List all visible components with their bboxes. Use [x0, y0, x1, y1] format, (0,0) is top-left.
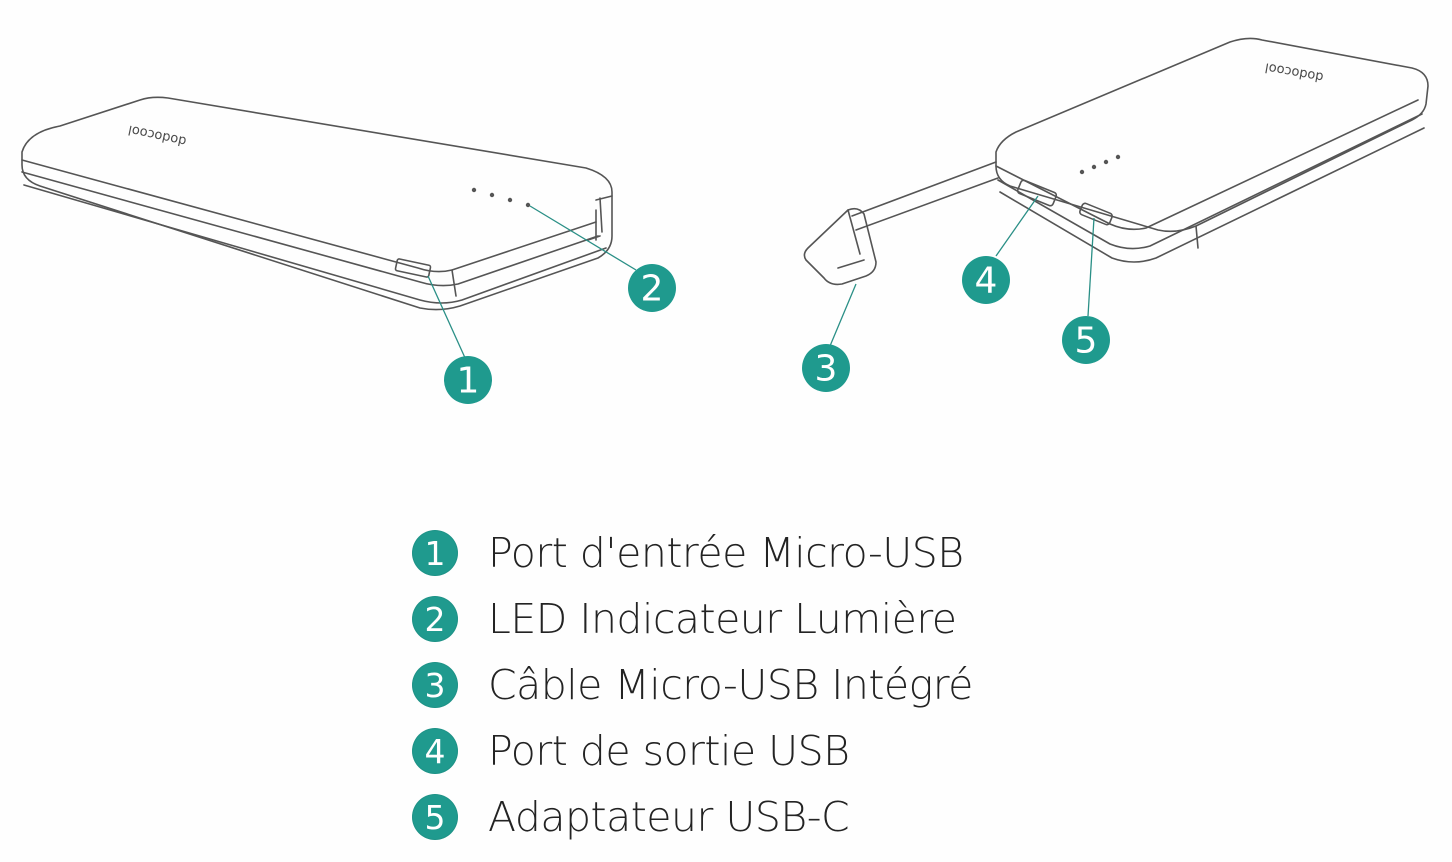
legend-label-4: Port de sortie USB [488, 727, 850, 775]
legend-badge-4: 4 [412, 728, 458, 774]
power-bank-right [803, 37, 1429, 286]
legend-item: 1 Port d'entrée Micro-USB [412, 520, 1052, 586]
legend-item: 5 Adaptateur USB-C [412, 784, 1052, 850]
power-bank-left [21, 96, 613, 311]
legend: 1 Port d'entrée Micro-USB 2 LED Indicate… [412, 520, 1052, 850]
callout-3-number: 3 [815, 349, 838, 390]
micro-usb-port-left [394, 258, 432, 278]
callout-5: 5 [1062, 316, 1110, 364]
callout-2: 2 [628, 264, 676, 312]
legend-badge-2: 2 [412, 596, 458, 642]
legend-label-3: Câble Micro-USB Intégré [488, 661, 973, 709]
cable-connector-detail [837, 209, 865, 269]
integrated-cable [851, 161, 999, 231]
leader-line-2 [529, 205, 637, 271]
legend-label-5: Adaptateur USB-C [488, 793, 850, 841]
callout-4-circle [962, 256, 1010, 304]
usb-output-port [1016, 179, 1058, 207]
right-device-top [995, 37, 1429, 233]
leader-line-1 [427, 275, 467, 361]
led-dots-right [1079, 154, 1121, 175]
callout-4-number: 4 [975, 261, 998, 302]
callout-1-number: 1 [457, 361, 480, 402]
left-device-edge [21, 159, 597, 273]
callout-2-circle [628, 264, 676, 312]
brand-logo-left: dodocool [127, 122, 188, 149]
led-dots-left [471, 187, 531, 208]
legend-item: 4 Port de sortie USB [412, 718, 1052, 784]
left-device-bottom [23, 184, 607, 304]
callout-2-number: 2 [641, 269, 664, 310]
callout-4: 4 [962, 256, 1010, 304]
callout-5-circle [1062, 316, 1110, 364]
right-device-endcap [1195, 225, 1199, 249]
leader-line-4 [995, 195, 1039, 257]
callout-1-circle [444, 356, 492, 404]
callout-1: 1 [444, 356, 492, 404]
left-device-side [587, 195, 613, 241]
left-device-endcap [451, 197, 603, 297]
callout-3-circle [802, 344, 850, 392]
leader-line-3 [829, 283, 857, 347]
cable-connector-head [803, 207, 877, 286]
brand-logo-right: dodocool [1264, 59, 1325, 84]
legend-item: 2 LED Indicateur Lumière [412, 586, 1052, 652]
legend-label-1: Port d'entrée Micro-USB [488, 529, 964, 577]
callout-3: 3 [802, 344, 850, 392]
legend-badge-1: 1 [412, 530, 458, 576]
left-device-edge-lower [21, 171, 599, 287]
left-device-top [21, 96, 613, 311]
right-device-bottom [999, 127, 1425, 263]
leader-lines [427, 195, 1095, 361]
legend-badge-5: 5 [412, 794, 458, 840]
right-device-edge [995, 99, 1419, 231]
legend-badge-3: 3 [412, 662, 458, 708]
legend-label-2: LED Indicateur Lumière [488, 595, 957, 643]
right-device-edge-lower [997, 113, 1423, 250]
leader-line-5 [1087, 217, 1095, 317]
callout-5-number: 5 [1075, 321, 1098, 362]
legend-item: 3 Câble Micro-USB Intégré [412, 652, 1052, 718]
